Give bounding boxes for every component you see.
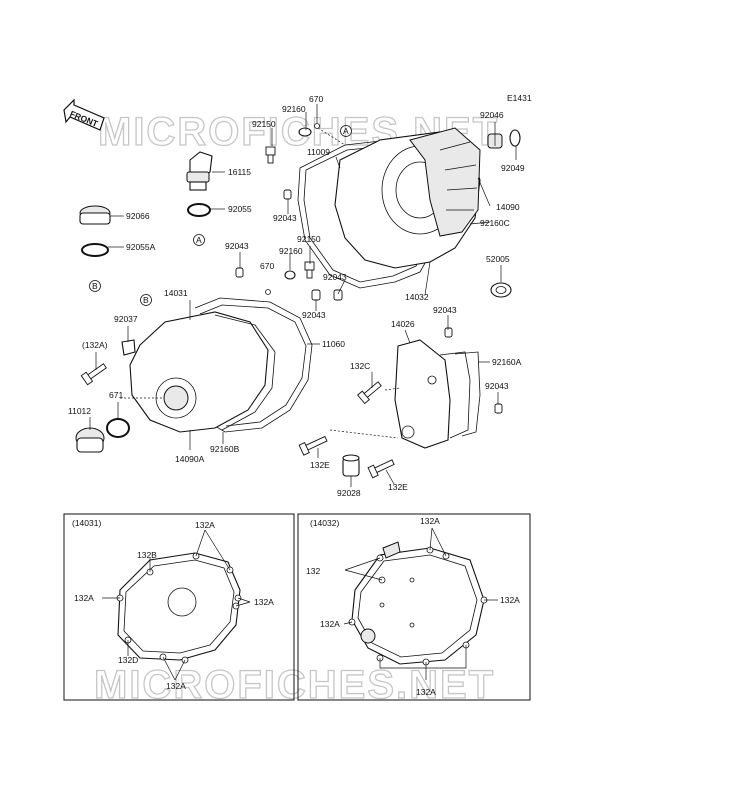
part-label-92037: 92037: [114, 314, 138, 324]
detail-left-label-top: 132A: [195, 520, 215, 530]
part-label-16115: 16115: [228, 167, 251, 177]
part-label-14090a: 14090A: [175, 454, 205, 464]
detail-box-14031: (14031) 132A 132B 132A 132A 132D 132A: [63, 513, 295, 701]
part-label-92046: 92046: [480, 110, 504, 120]
part-label-92160b: 92160B: [210, 444, 240, 454]
part-label-92043-b: 92043: [225, 241, 249, 251]
detail-box-14032: (14032) 132A 132 132A 132A 132A: [297, 513, 531, 701]
ref-circle-a-left: A: [193, 234, 205, 246]
part-label-92150-top: 92150: [252, 119, 276, 129]
front-arrow-icon: FRONT: [63, 98, 105, 131]
detail-left-title: (14031): [72, 518, 101, 528]
part-label-11009: 11009: [307, 147, 330, 157]
part-label-92043-d: 92043: [302, 310, 326, 320]
sprocket-cover: [342, 339, 481, 477]
small-parts: [79, 123, 503, 479]
part-label-14031: 14031: [164, 288, 188, 298]
detail-left-label-b: 132B: [137, 550, 157, 560]
part-label-92043-e: 92043: [433, 305, 457, 315]
detail-right-label-side: 132: [306, 566, 320, 576]
part-label-671: 671: [109, 390, 123, 400]
detail-right-label-bottom: 132A: [416, 687, 436, 697]
part-label-132e-a: 132E: [310, 460, 330, 470]
generator-cover: [75, 297, 313, 453]
part-label-92028: 92028: [337, 488, 361, 498]
part-label-14026: 14026: [391, 319, 415, 329]
detail-right-label-top: 132A: [420, 516, 440, 526]
figure-code: E1431: [507, 93, 532, 103]
part-label-92160c: 92160C: [480, 218, 510, 228]
ref-circle-b-cover: B: [140, 294, 152, 306]
part-label-92043-f: 92043: [485, 381, 509, 391]
clutch-cover: [297, 127, 521, 298]
part-label-670-mid: 670: [260, 261, 274, 271]
leader-lines: [89, 104, 517, 487]
part-label-11012: 11012: [68, 406, 91, 416]
part-label-132e-b: 132E: [388, 482, 408, 492]
part-label-132a-left: (132A): [82, 340, 108, 350]
part-label-92043-a: 92043: [273, 213, 297, 223]
part-label-92160a: 92160A: [492, 357, 522, 367]
part-label-92160-top: 92160: [282, 104, 306, 114]
part-label-92150-mid: 92150: [297, 234, 321, 244]
part-label-92055: 92055: [228, 204, 252, 214]
watermark-top: MICROFICHES.NET: [98, 110, 499, 154]
part-label-92066: 92066: [126, 211, 150, 221]
ref-circle-b-left: B: [89, 280, 101, 292]
part-label-14090: 14090: [496, 202, 520, 212]
part-label-92043-c: 92043: [323, 272, 347, 282]
part-label-132c: 132C: [350, 361, 370, 371]
ref-circle-a-top: A: [340, 125, 352, 137]
detail-left-label-right: 132A: [254, 597, 274, 607]
svg-text:B: B: [143, 295, 149, 305]
detail-left-label-d: 132D: [118, 655, 138, 665]
detail-left-label-left: 132A: [74, 593, 94, 603]
svg-text:B: B: [92, 281, 98, 291]
part-label-52005: 52005: [486, 254, 510, 264]
svg-text:A: A: [196, 235, 202, 245]
part-label-92160-mid: 92160: [279, 246, 303, 256]
detail-right-title: (14032): [310, 518, 339, 528]
part-label-92055a: 92055A: [126, 242, 156, 252]
detail-right-label-left: 132A: [320, 619, 340, 629]
part-label-11060: 11060: [322, 339, 345, 349]
part-label-14032: 14032: [405, 292, 429, 302]
part-label-92049: 92049: [501, 163, 525, 173]
detail-right-label-right: 132A: [500, 595, 520, 605]
detail-left-label-bottom: 132A: [166, 681, 186, 691]
part-label-670-top: 670: [309, 94, 323, 104]
svg-text:A: A: [343, 126, 349, 136]
